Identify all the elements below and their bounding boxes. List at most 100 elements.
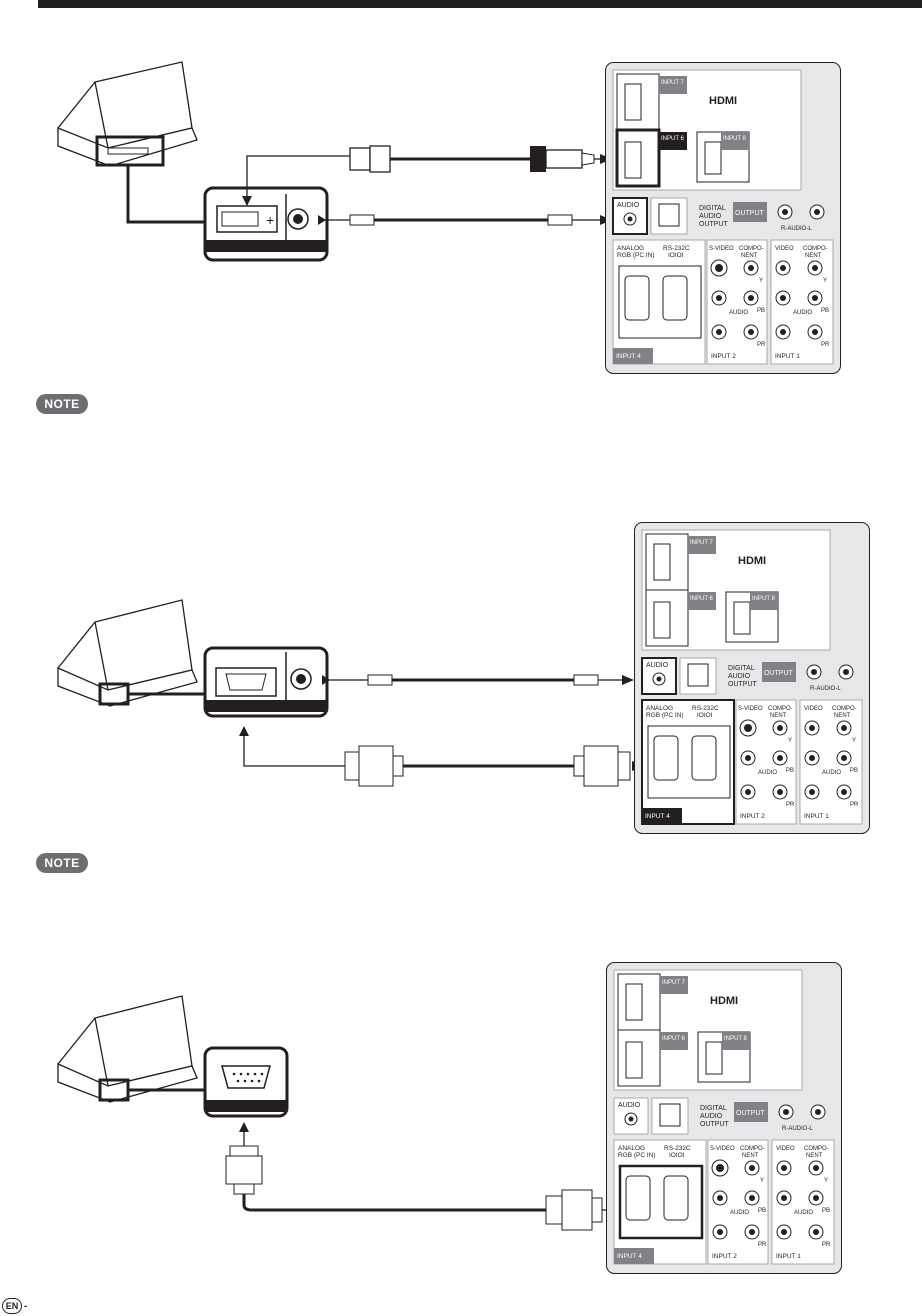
svg-text:Y: Y (788, 738, 792, 744)
rs232c-cable (225, 1122, 664, 1231)
svg-text:RS-232C: RS-232C (692, 705, 719, 712)
svg-text:OUTPUT: OUTPUT (700, 1121, 730, 1128)
svg-text:INPUT 7: INPUT 7 (661, 80, 685, 86)
svg-text:PB: PB (821, 308, 829, 314)
svg-text:VIDEO: VIDEO (776, 1146, 795, 1152)
dvi-port-callout: + (203, 186, 329, 262)
svg-text:R-AUDIO-L: R-AUDIO-L (782, 1126, 813, 1132)
svg-text:S-VIDEO: S-VIDEO (738, 706, 763, 712)
svg-text:IOIOI: IOIOI (697, 712, 713, 719)
svg-text:HDMI: HDMI (709, 95, 737, 107)
svg-text:AUDIO: AUDIO (794, 1210, 813, 1216)
svg-text:INPUT 2: INPUT 2 (712, 1253, 737, 1260)
svg-text:COMPO-: COMPO- (739, 246, 764, 252)
svg-text:VIDEO: VIDEO (775, 246, 794, 252)
svg-text:R-AUDIO-L: R-AUDIO-L (810, 686, 841, 692)
svg-text:AUDIO: AUDIO (618, 1102, 641, 1109)
svg-text:NENT: NENT (806, 1153, 823, 1159)
svg-text:INPUT 2: INPUT 2 (711, 353, 736, 360)
svg-text:PB: PB (758, 1208, 766, 1214)
vga-port-callout (203, 646, 329, 718)
audio-cable-2 (322, 674, 634, 686)
svg-text:OUTPUT: OUTPUT (735, 210, 765, 217)
svg-text:+: + (266, 212, 274, 228)
dvi-hdmi-cable (349, 145, 612, 173)
svg-text:PR: PR (758, 1242, 767, 1248)
svg-text:AUDIO: AUDIO (617, 202, 640, 209)
svg-text:PR: PR (822, 1242, 831, 1248)
svg-text:AUDIO: AUDIO (646, 662, 669, 669)
svg-text:Y: Y (852, 738, 856, 744)
svg-text:INPUT 1: INPUT 1 (775, 353, 800, 360)
svg-text:COMPO-: COMPO- (740, 1146, 765, 1152)
svg-text:INPUT 7: INPUT 7 (690, 540, 714, 546)
svg-text:Y: Y (760, 1178, 764, 1184)
svg-text:INPUT 2: INPUT 2 (740, 813, 765, 820)
svg-text:PR: PR (757, 342, 766, 348)
svg-text:PB: PB (850, 768, 858, 774)
svg-text:DIGITAL: DIGITAL (699, 205, 726, 212)
svg-text:AUDIO: AUDIO (730, 1210, 749, 1216)
svg-text:NENT: NENT (770, 713, 787, 719)
svg-text:AUDIO: AUDIO (822, 770, 841, 776)
svg-text:AUDIO: AUDIO (729, 310, 748, 316)
svg-text:Y: Y (759, 278, 763, 284)
svg-text:PR: PR (850, 802, 859, 808)
svg-text:RGB (PC IN): RGB (PC IN) (618, 1152, 656, 1159)
svg-text:NENT: NENT (834, 713, 851, 719)
svg-text:NENT: NENT (742, 1153, 759, 1159)
diagram-hdmi-dvi-connection: + (0, 0, 922, 400)
svg-text:PR: PR (821, 342, 830, 348)
svg-text:INPUT 8: INPUT 8 (752, 596, 776, 602)
svg-text:ANALOG: ANALOG (646, 705, 673, 712)
svg-text:RS-232C: RS-232C (664, 1145, 691, 1152)
svg-text:OUTPUT: OUTPUT (764, 670, 794, 677)
svg-text:HDMI: HDMI (710, 995, 738, 1007)
svg-text:INPUT 6: INPUT 6 (662, 1036, 686, 1042)
svg-text:INPUT 6: INPUT 6 (661, 136, 685, 142)
svg-text:INPUT 4: INPUT 4 (616, 353, 641, 360)
svg-text:COMPO-: COMPO- (804, 1146, 829, 1152)
svg-text:DIGITAL: DIGITAL (700, 1105, 727, 1112)
svg-text:COMPO-: COMPO- (832, 706, 857, 712)
tv-terminal-panel-3: INPUT 7 INPUT 6 HDMI INPUT 8 AUDIO DIGIT… (606, 962, 842, 1274)
svg-text:ANALOG: ANALOG (618, 1145, 645, 1152)
diagram-analog-rgb-connection (57, 599, 644, 787)
svg-text:RS-232C: RS-232C (663, 245, 690, 252)
tv-terminal-panel-1: INPUT 7 INPUT 6 HDMI INPUT 8 AUDIO DIGIT… (605, 62, 841, 374)
svg-text:COMPO-: COMPO- (803, 246, 828, 252)
note-badge: NOTE (36, 853, 88, 873)
diagram-analog-rgb-svg (57, 599, 644, 787)
svg-text:AUDIO: AUDIO (793, 310, 812, 316)
svg-text:INPUT 4: INPUT 4 (645, 813, 670, 820)
svg-text:PB: PB (786, 768, 794, 774)
svg-text:PB: PB (757, 308, 765, 314)
svg-text:Y: Y (823, 278, 827, 284)
svg-text:NENT: NENT (741, 253, 758, 259)
svg-text:HDMI: HDMI (738, 555, 766, 567)
svg-text:R-AUDIO-L: R-AUDIO-L (781, 226, 812, 232)
rs232c-port-callout (203, 1046, 289, 1118)
svg-text:RGB (PC IN): RGB (PC IN) (617, 252, 655, 259)
diagram-hdmi-dvi-svg: + (57, 61, 612, 262)
top-rule (38, 0, 922, 8)
vga-cable (239, 726, 644, 787)
language-indicator: EN - (2, 1298, 27, 1314)
language-code: EN (2, 1298, 22, 1314)
svg-text:IOIOI: IOIOI (668, 252, 684, 259)
svg-text:OUTPUT: OUTPUT (699, 221, 729, 228)
svg-text:OUTPUT: OUTPUT (728, 681, 758, 688)
svg-text:DIGITAL: DIGITAL (728, 665, 755, 672)
svg-text:INPUT 6: INPUT 6 (690, 596, 714, 602)
svg-text:NENT: NENT (805, 253, 822, 259)
svg-text:AUDIO: AUDIO (758, 770, 777, 776)
svg-text:RGB (PC IN): RGB (PC IN) (646, 712, 684, 719)
svg-text:S-VIDEO: S-VIDEO (709, 246, 734, 252)
tv-terminal-panel-2: INPUT 7 INPUT 6 HDMI INPUT 8 AUDIO DIGIT… (634, 522, 870, 834)
svg-text:INPUT 8: INPUT 8 (724, 1036, 748, 1042)
svg-text:INPUT 8: INPUT 8 (723, 136, 747, 142)
page-dash: - (24, 1300, 28, 1312)
svg-text:COMPO-: COMPO- (768, 706, 793, 712)
